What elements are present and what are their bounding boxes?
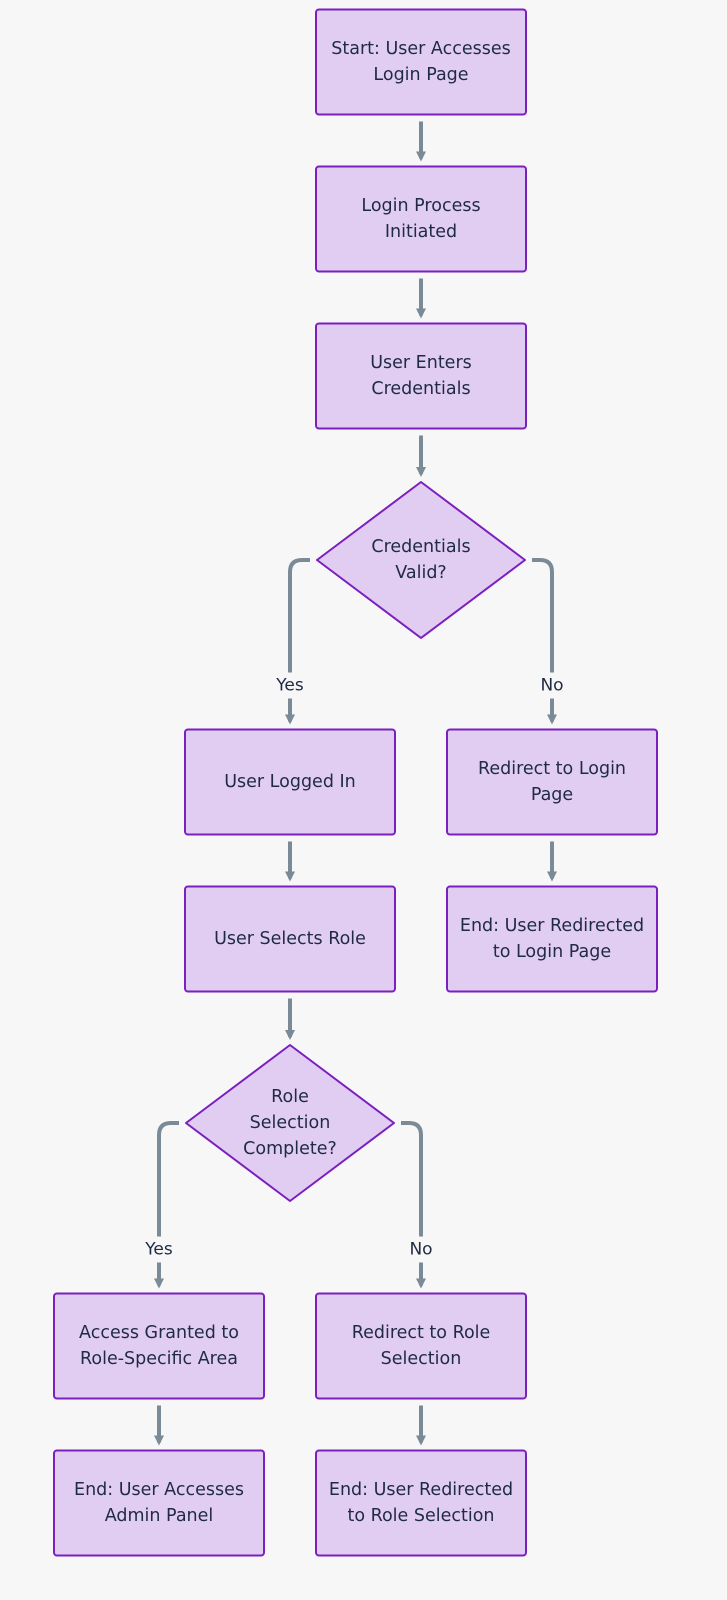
node-label-line: User Selects Role [214,929,366,949]
node-label-line: Valid? [395,563,446,583]
node-label-line: User Logged In [224,772,356,792]
process-box [446,885,658,993]
node-label-line: Login Process [361,196,480,216]
node-label-line: Role [271,1087,309,1107]
node-label-line: Complete? [243,1139,337,1159]
node-label-line: End: User Accesses [74,1480,244,1500]
edge-label-yes: Yes [275,676,304,696]
edge-label-background [139,1236,179,1263]
process-box [184,728,396,836]
process-box [315,1292,527,1400]
node-label-line: Page [531,785,573,805]
node-label-line: Initiated [385,222,457,242]
node-label-line: Credentials [371,537,470,557]
node-access-granted: Access Granted to Role-Specific Area [53,1292,265,1400]
node-label-line: Start: User Accesses [331,39,510,59]
process-box [53,1292,265,1400]
process-box [315,8,527,116]
node-label-line: Role-Specific Area [80,1349,238,1369]
edge-credentials-valid-to-logged-in [285,558,310,725]
node-label-line: End: User Redirected [460,916,644,936]
node-label-line: Access Granted to [79,1323,239,1343]
edge-credentials-valid-to-redirect-login [532,558,557,725]
node-label-line: to Login Page [493,942,611,962]
node-label-line: Redirect to Role [352,1323,491,1343]
process-box [315,165,527,273]
node-label-line: User Enters [370,353,472,373]
node-label-line: End: User Redirected [329,1480,513,1500]
node-label-line: Admin Panel [105,1506,214,1526]
edge-label-no: No [409,1240,432,1260]
process-box [446,728,658,836]
decision-diamond [316,481,526,639]
node-logged-in: User Logged In [184,728,396,836]
edge-label-yes: Yes [144,1240,173,1260]
decision-diamond [185,1044,395,1202]
edge-label-no: No [540,676,563,696]
node-label-line: Credentials [371,379,470,399]
node-label-line: to Role Selection [347,1506,494,1526]
process-box [53,1449,265,1557]
node-end-redirect-role: End: User Redirected to Role Selection [315,1449,527,1557]
node-label-line: Redirect to Login [478,759,626,779]
process-box [315,322,527,430]
process-box [315,1449,527,1557]
edge-label-background [401,1236,441,1263]
edge-label-background [270,672,310,699]
node-label-line: Selection [381,1349,462,1369]
edge-label-background [532,672,572,699]
edge-role-complete-to-redirect-role [401,1121,426,1289]
node-end-redirect-login: End: User Redirected to Login Page [446,885,658,993]
edge-role-complete-to-access-granted [154,1121,179,1289]
node-label-line: Login Page [373,65,468,85]
node-select-role: User Selects Role [184,885,396,993]
node-label-line: Selection [250,1113,331,1133]
process-box [184,885,396,993]
